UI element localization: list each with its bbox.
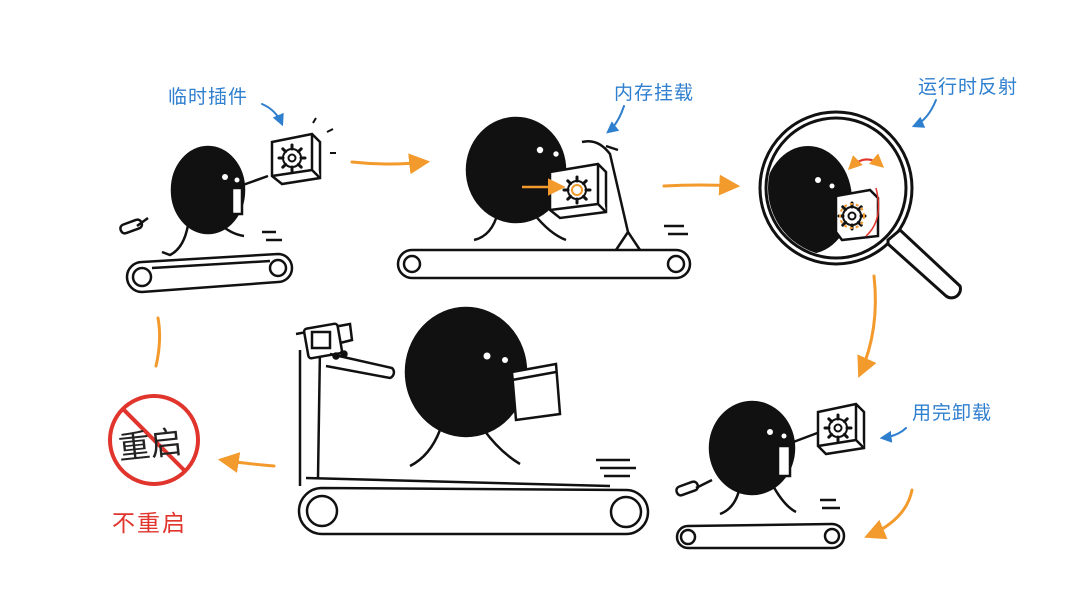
flow-arrows <box>154 153 914 540</box>
step4-label: 用完卸载 <box>912 402 993 424</box>
no-restart-prohibition-icon <box>108 394 200 486</box>
arrow-center-to-norestart <box>217 452 276 473</box>
character-2 <box>465 116 567 242</box>
plugin-box-gear-icon <box>548 162 608 220</box>
step1-label: 临时插件 <box>168 86 249 108</box>
treadmill-small-1 <box>125 230 294 294</box>
label-pointers <box>261 99 937 443</box>
step3-scene <box>758 110 962 300</box>
step4-scene <box>675 400 866 550</box>
center-scene <box>295 306 650 536</box>
plugin-box-gear-icon <box>816 402 866 456</box>
plugin-box-gear-icon <box>270 117 336 186</box>
character-3-zoomed <box>768 146 852 254</box>
magnifier-icon <box>758 110 962 300</box>
treadmill-medium-2 <box>396 140 692 280</box>
arrow-step2-to-step3 <box>662 174 741 196</box>
arrow-step4-return <box>864 488 914 540</box>
restart-crossed-text: 重启 <box>116 422 185 468</box>
step2-scene <box>396 116 692 280</box>
step3-label: 运行时反射 <box>918 76 1019 98</box>
step1-scene <box>119 117 336 294</box>
character-center <box>404 306 562 468</box>
no-restart-caption: 不重启 <box>112 511 187 537</box>
treadmill-large <box>295 322 650 536</box>
treadmill-small-4 <box>675 498 846 550</box>
step2-label: 内存挂载 <box>614 82 695 104</box>
character-1 <box>119 145 269 257</box>
character-4 <box>675 400 821 516</box>
arrow-norestart-to-step1 <box>154 316 162 368</box>
arrow-step1-to-step2 <box>350 153 431 175</box>
arrow-step3-to-step4 <box>857 274 877 378</box>
